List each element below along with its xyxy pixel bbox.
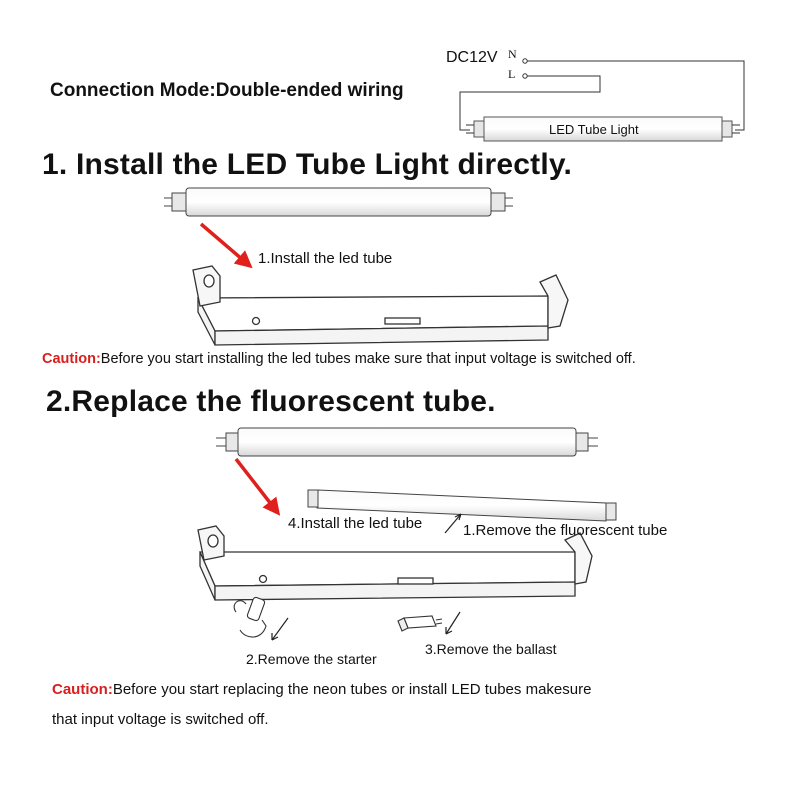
fixture-1 [192, 265, 569, 346]
black-arrow-ballast [445, 611, 461, 635]
step-remove-fluorescent-label: 1.Remove the fluorescent tube [463, 522, 668, 539]
led-tube-2 [216, 427, 598, 457]
supply-voltage-label: DC12V [446, 49, 498, 66]
fixture-2 [197, 525, 593, 601]
connection-mode-heading: Connection Mode:Double-ended wiring [50, 80, 404, 101]
wire-l [459, 75, 601, 131]
step-remove-starter-label: 2.Remove the starter [246, 651, 377, 667]
led-tube-1 [164, 187, 513, 217]
caution-2-prefix: Caution: [52, 681, 113, 698]
caution-2-line1: Caution:Before you start replacing the n… [52, 681, 591, 698]
section2-title: 2.Replace the fluorescent tube. [46, 385, 496, 418]
caution-2-line2: that input voltage is switched off. [52, 711, 269, 728]
red-arrow-2 [234, 457, 281, 516]
black-arrow-starter [271, 617, 289, 641]
terminal-l [522, 73, 528, 79]
fluorescent-tube [307, 489, 617, 522]
install-led-tube-label: 1.Install the led tube [258, 250, 393, 267]
caution-1-text: Before you start installing the led tube… [100, 351, 636, 367]
step-remove-ballast-label: 3.Remove the ballast [425, 641, 557, 657]
step-install-led-label: 4.Install the led tube [288, 515, 423, 532]
terminal-l-label: L [508, 67, 516, 81]
caution-1-prefix: Caution: [42, 351, 101, 367]
wire-n [527, 60, 745, 131]
caution-1: Caution:Before you start installing the … [42, 351, 636, 367]
ballast-icon [397, 615, 443, 632]
wiring-diagram [459, 58, 745, 142]
black-arrow-tube [444, 513, 462, 534]
terminal-n [522, 58, 528, 64]
starter-icon [233, 596, 267, 638]
terminal-n-label: N [508, 47, 517, 61]
section1-title: 1. Install the LED Tube Light directly. [42, 148, 573, 181]
wiring-tube [483, 116, 723, 142]
red-arrow-1 [199, 222, 253, 269]
caution-2-text: Before you start replacing the neon tube… [112, 681, 592, 698]
wiring-tube-label: LED Tube Light [549, 122, 639, 137]
